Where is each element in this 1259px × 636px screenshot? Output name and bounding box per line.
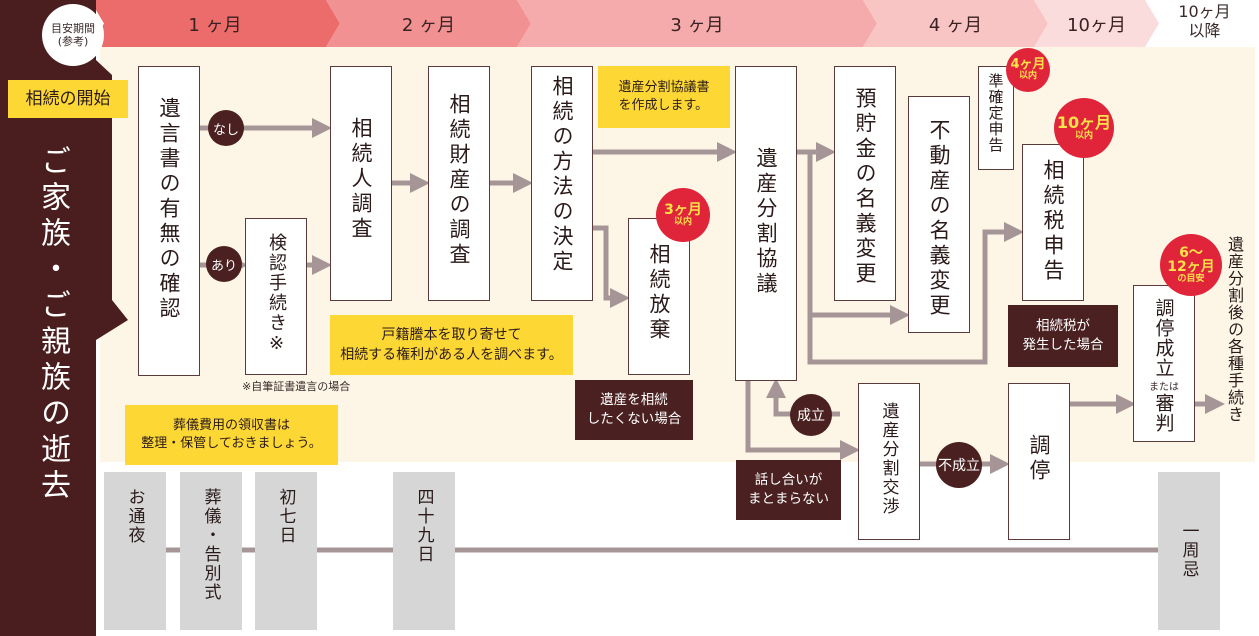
step-method-decision: 相続の方法の決定 (531, 66, 593, 301)
callout-funeral-receipt: 葬儀費用の領収書は 整理・保管しておきましょう。 (125, 405, 338, 465)
period-label: 10ヶ月 (1067, 14, 1126, 36)
callout-koseki: 戸籍謄本を取り寄せて 相続する権利がある人を調べます。 (330, 315, 573, 375)
deadline-value: 6〜 (1179, 244, 1203, 261)
deadline-sub: 以内 (1018, 71, 1037, 82)
start-callout: 相続の開始 (8, 80, 128, 118)
event-label: お通夜 (124, 488, 145, 545)
event-label: 初七日 (275, 488, 296, 545)
sidebar-title: ご家族・ご親族の逝去 (35, 145, 70, 505)
event-label: 四十九日 (413, 488, 434, 564)
step-label: 遺産分割交渉 (878, 402, 899, 516)
callout-tax-case: 相続税が 発生した場合 (1008, 305, 1118, 367)
probate-note: ※自筆証書遺言の場合 (242, 380, 351, 393)
step-negotiation: 遺産分割交渉 (858, 383, 920, 540)
step-label: 相続税申告 (1041, 159, 1065, 284)
deadline-sub: 以内 (1074, 130, 1093, 141)
deadline-sub: の目安 (1177, 273, 1205, 284)
deadline-tax: 10ヶ月以内 (1054, 98, 1114, 158)
period-1-month: 1 ヶ月 (90, 0, 340, 47)
period-3-month: 3 ヶ月 (517, 0, 877, 47)
period-label: 3 ヶ月 (670, 14, 724, 36)
deadline-value: 3ヶ月 (664, 201, 702, 218)
step-label: 準確定申告 (986, 73, 1005, 153)
deadline-renounce: 3ヶ月以内 (656, 188, 710, 242)
step-realestate-transfer: 不動産の名義変更 (908, 96, 970, 333)
step-label: 遺産分割協議 (754, 147, 778, 297)
deadline-mediation: 6〜12ヶ月の目安 (1160, 234, 1222, 296)
step-deposit-transfer: 預貯金の名義変更 (834, 66, 896, 301)
after-procedures: 遺産分割後の各種手続き (1225, 236, 1244, 423)
period-4-month: 4 ヶ月 (863, 0, 1048, 47)
callout-no-agreement: 話し合いが まとまらない (736, 460, 841, 520)
step-asset-survey: 相続財産の調査 (428, 66, 490, 301)
step-renounce: 相続放棄 (628, 218, 690, 375)
event-wake: お通夜 (104, 472, 166, 630)
deadline-value: 4ヶ月 (1010, 57, 1046, 73)
step-label: 相続財産の調査 (447, 93, 471, 268)
step-quasi-return: 準確定申告 (978, 66, 1014, 170)
step-label: 相続放棄 (647, 243, 671, 343)
step-label: 審判 (1152, 393, 1175, 433)
step-label: 相続人調査 (349, 117, 373, 242)
period-after-10-month: 10ヶ月 以降 (1178, 2, 1231, 40)
deadline-quasi: 4ヶ月以内 (1006, 48, 1050, 92)
branch-failed: 不成立 (936, 442, 982, 488)
period-badge: 目安期間 (参考) (42, 4, 104, 66)
step-will-check: 遺言書の有無の確認 (138, 66, 200, 376)
deadline-value: 12ヶ月 (1167, 259, 1215, 276)
step-label: 相続の方法の決定 (550, 75, 574, 275)
event-1st-anniversary: 一周忌 (1158, 472, 1220, 630)
step-probate: 検認手続き※ (245, 218, 307, 375)
step-settlement: 調停成立 または 審判 (1133, 285, 1195, 442)
step-label: 調停 (1027, 434, 1051, 484)
step-label: 遺言書の有無の確認 (157, 97, 181, 322)
period-2-month: 2 ヶ月 (326, 0, 531, 47)
deadline-value: 10ヶ月 (1056, 112, 1112, 132)
branch-none: なし (208, 110, 244, 146)
step-or-label: または (1149, 382, 1179, 393)
step-heir-survey: 相続人調査 (330, 66, 392, 301)
event-label: 葬儀・告別式 (200, 488, 221, 602)
event-49th-day: 四十九日 (393, 472, 455, 630)
period-label: 1 ヶ月 (188, 14, 242, 36)
step-division-talk: 遺産分割協議 (735, 66, 797, 381)
period-label: 2 ヶ月 (401, 14, 456, 36)
event-funeral: 葬儀・告別式 (180, 472, 242, 630)
step-tax-return: 相続税申告 (1022, 144, 1084, 301)
step-label: 不動産の名義変更 (927, 119, 951, 319)
branch-exists: あり (206, 246, 242, 282)
step-label: 検認手続き※ (266, 233, 287, 356)
period-label: 4 ヶ月 (928, 14, 983, 36)
step-label: 調停成立 (1152, 298, 1175, 378)
deadline-sub: 以内 (673, 216, 692, 227)
step-mediation: 調停 (1008, 383, 1070, 540)
branch-agreed: 成立 (790, 394, 832, 436)
callout-agreement-doc: 遺産分割協議書 を作成します。 (598, 66, 730, 128)
step-label: 預貯金の名義変更 (853, 87, 877, 287)
callout-no-inherit: 遺産を相続 したくない場合 (575, 380, 693, 440)
period-10-month: 10ヶ月 (1034, 0, 1159, 47)
event-7th-day: 初七日 (255, 472, 317, 630)
event-label: 一周忌 (1178, 522, 1199, 579)
